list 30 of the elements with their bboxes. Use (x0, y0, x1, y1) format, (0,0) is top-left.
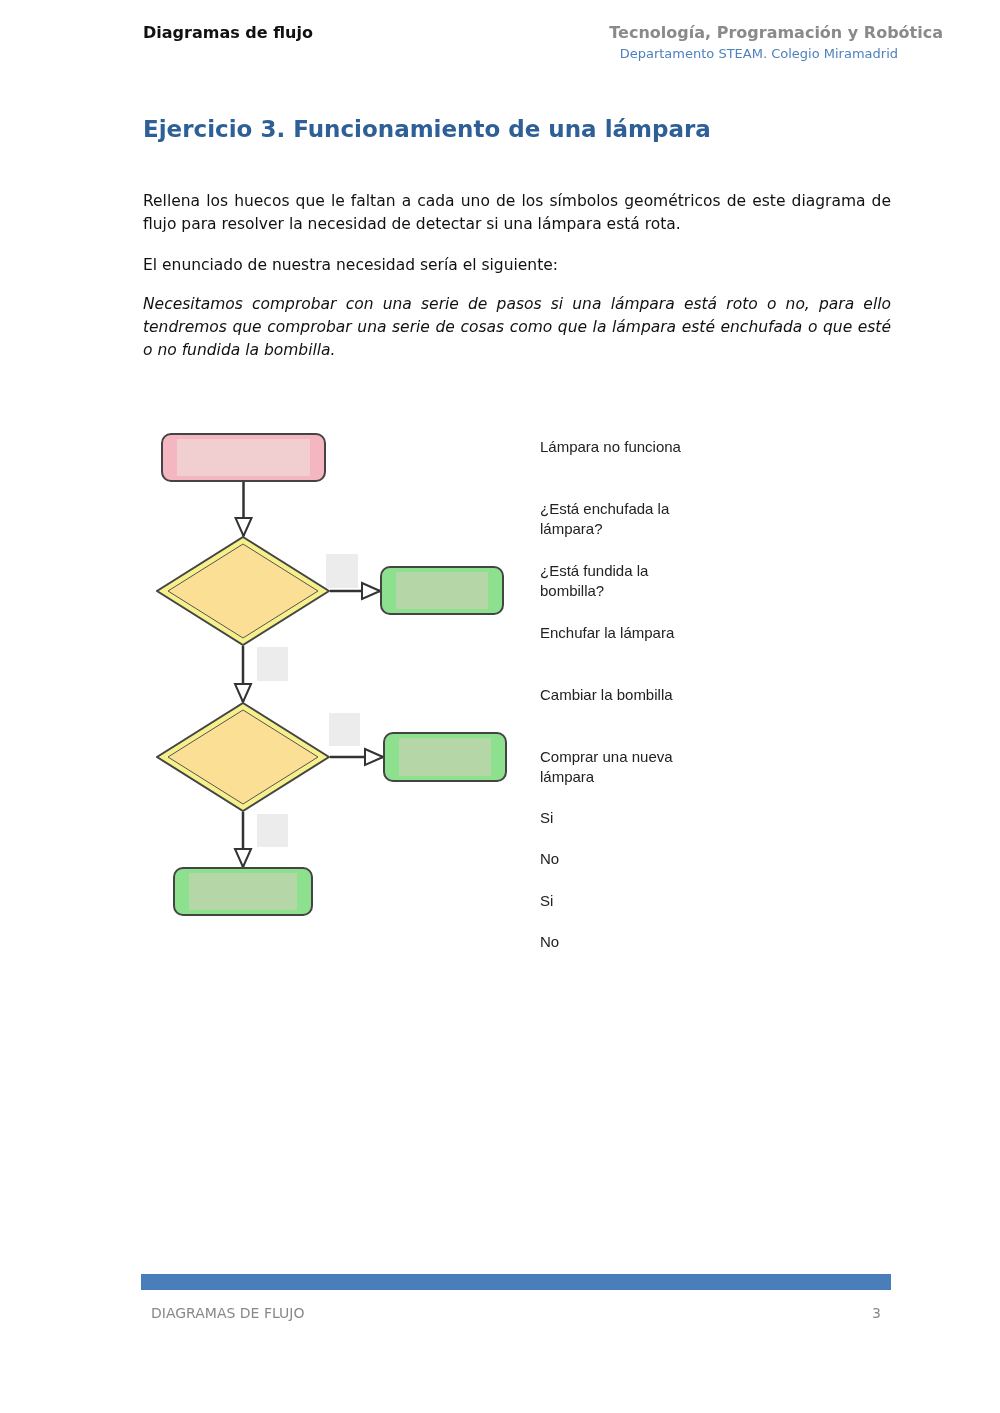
decision-diamond (156, 702, 330, 812)
word-option: No (540, 931, 640, 952)
text: 3 (871, 1304, 881, 1323)
arrow (234, 812, 252, 868)
word-option: Si (540, 808, 640, 828)
decision-diamond (156, 536, 330, 646)
word-option: No (540, 849, 640, 870)
text: El enunciado de nuestra necesidad sería el siguiente: (143, 255, 559, 276)
process-box (161, 433, 326, 482)
word-option: ¿Está enchufada la lámpara? (540, 499, 700, 539)
arrow (330, 748, 384, 766)
word-option: Si (540, 890, 640, 911)
word-option: Cambiar la bombilla (540, 685, 700, 705)
text: Necesitamos comprobar con una serie de pasos si una lámpara está roto o no, para ello tendremos que comprobar una serie de cosas como que la lámpara esté enchufada o que esté o no fundida la bombilla. (143, 294, 891, 361)
arrow (330, 582, 381, 600)
text: Tecnología, Programación y Robótica (608, 23, 943, 43)
process-box (173, 867, 313, 916)
text: Rellena los huecos que le faltan a cada uno de los símbolos geométricos de este diagrama de flujo para resolver la necesidad de detectar si una lámpara está rota. (143, 191, 891, 235)
title: Ejercicio 3. Funcionamiento de una lámpara (143, 116, 711, 142)
arrow (234, 646, 252, 703)
word-option: ¿Está fundida la bombilla? (540, 561, 700, 601)
text: Departamento STEAM. Colegio Miramadrid (618, 46, 898, 62)
text: Diagramas de flujo (143, 23, 314, 43)
word-option: Comprar una nueva lámpara (540, 747, 700, 787)
process-box (383, 732, 507, 782)
process-box (380, 566, 504, 615)
arrow (234, 482, 253, 537)
word-option: Enchufar la lámpara (540, 623, 700, 643)
word-option: Lámpara no funciona (540, 437, 700, 457)
text: DIAGRAMAS DE FLUJO (151, 1304, 306, 1323)
